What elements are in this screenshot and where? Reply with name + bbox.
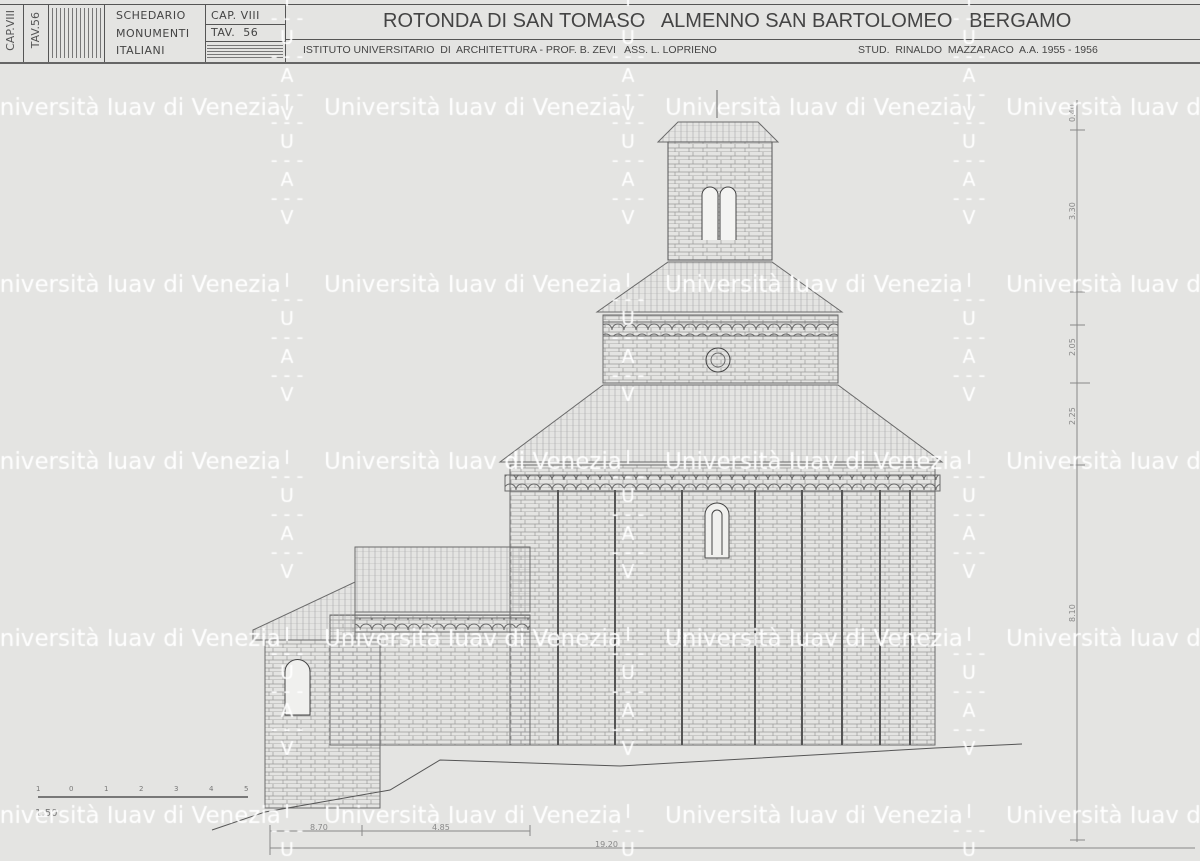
scale-bar: 1 0 1 2 3 4 5 1:50 — [35, 785, 248, 819]
dimension-label: 8.70 — [310, 823, 328, 832]
scale-tick: 4 — [209, 785, 214, 793]
scale-tick: 1 — [104, 785, 108, 793]
main-drum — [504, 464, 941, 746]
dimension-label: 8.10 — [1068, 604, 1077, 622]
dimension-label: 19.20 — [595, 840, 618, 849]
upper-drum — [595, 261, 844, 384]
dimension-label: 3.30 — [1068, 202, 1077, 220]
lantern — [656, 90, 780, 261]
scale-tick: 2 — [139, 785, 143, 793]
scale-label: 1:50 — [35, 808, 57, 819]
main-roof — [498, 384, 944, 463]
scale-tick: 0 — [69, 785, 73, 793]
dimension-label: 2.25 — [1068, 407, 1077, 425]
dimension-label: 2.05 — [1068, 338, 1077, 356]
scale-tick: 3 — [174, 785, 178, 793]
dimension-label: 0.40 — [1068, 104, 1077, 122]
dimension-label: 4.85 — [432, 823, 450, 832]
scale-tick: 1 — [36, 785, 40, 793]
scale-tick: 5 — [244, 785, 248, 793]
